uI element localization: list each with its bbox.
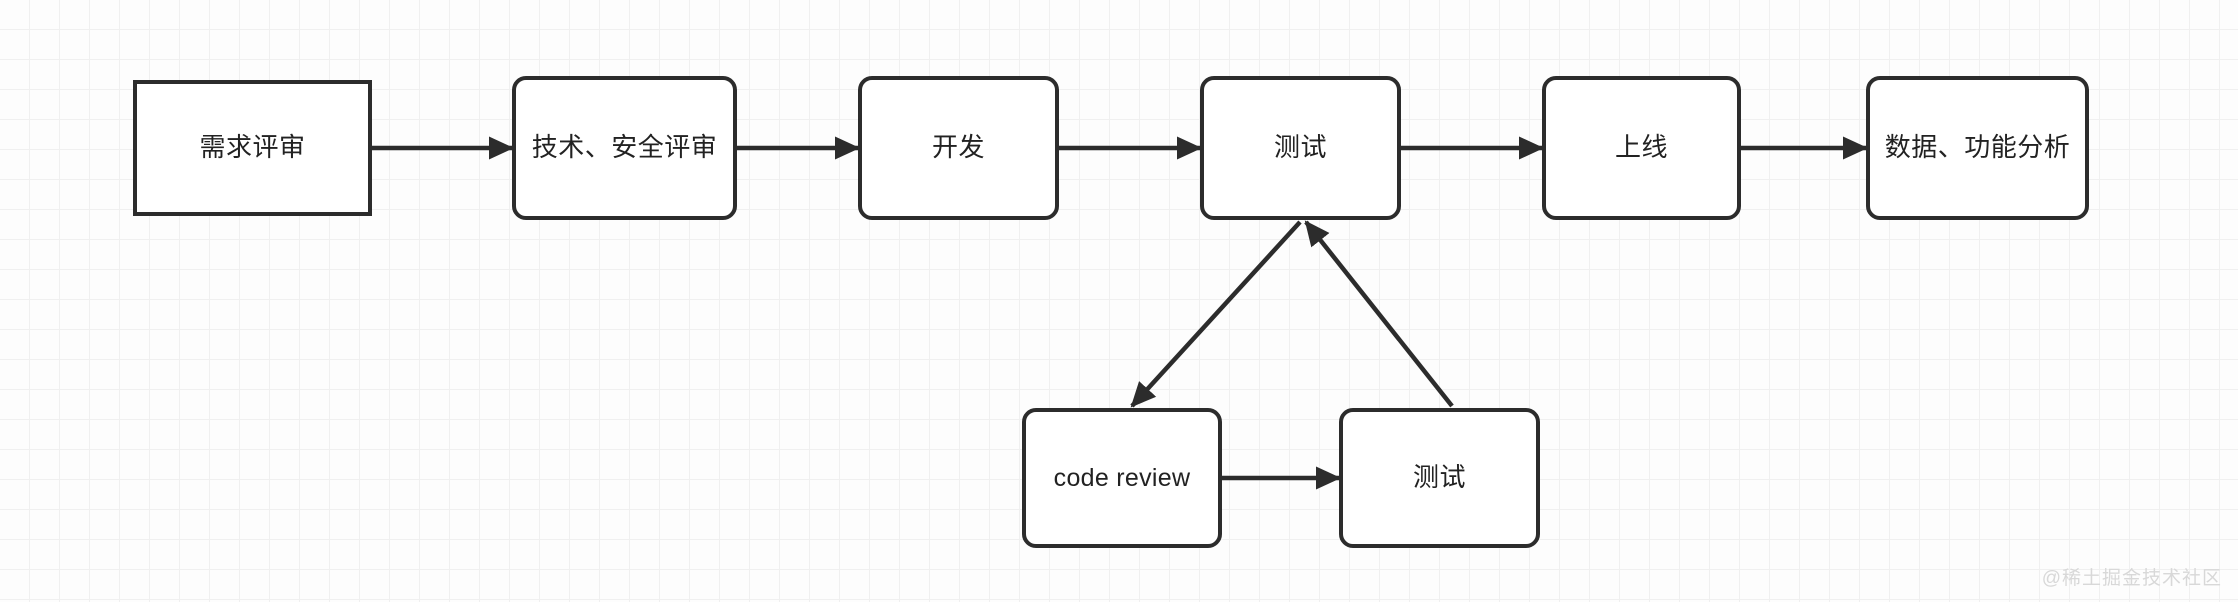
node-label: 技术、安全评审 xyxy=(531,132,718,163)
node-label: 测试 xyxy=(1273,132,1327,163)
node-testing-main[interactable]: 测试 xyxy=(1200,76,1401,220)
watermark-text: @稀土掘金技术社区 xyxy=(2041,568,2222,589)
node-label: 测试 xyxy=(1412,462,1466,493)
edge-test2-to-test1 xyxy=(1304,220,1454,408)
node-requirement-review[interactable]: 需求评审 xyxy=(133,80,372,216)
node-label: 开发 xyxy=(931,132,985,163)
node-tech-security-review[interactable]: 技术、安全评审 xyxy=(512,76,737,220)
node-development[interactable]: 开发 xyxy=(858,76,1059,220)
node-release[interactable]: 上线 xyxy=(1542,76,1741,220)
node-label: 数据、功能分析 xyxy=(1884,132,2071,163)
node-label: 需求评审 xyxy=(199,132,306,163)
node-data-feature-analysis[interactable]: 数据、功能分析 xyxy=(1866,76,2089,220)
node-testing-secondary[interactable]: 测试 xyxy=(1339,408,1540,548)
edge-test1-to-codereview xyxy=(1130,220,1302,408)
node-code-review[interactable]: code review xyxy=(1022,408,1222,548)
node-label: code review xyxy=(1053,464,1191,492)
node-label: 上线 xyxy=(1614,132,1668,163)
